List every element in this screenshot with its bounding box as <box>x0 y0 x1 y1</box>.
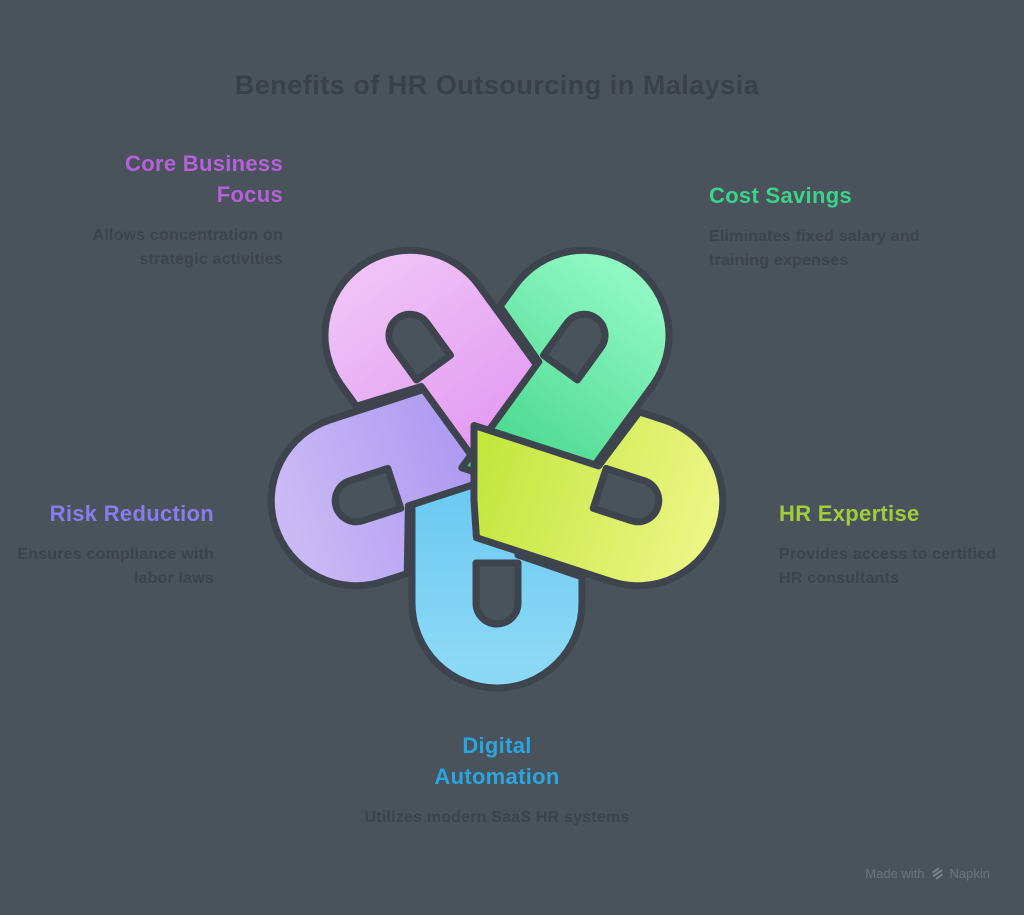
benefit-title: Risk Reduction <box>49 501 214 526</box>
watermark-text: Made with <box>865 866 925 881</box>
benefit-description: Utilizes modern SaaS HR systems <box>364 809 630 826</box>
benefit-cost-savings: Cost Savings Eliminates fixed salary and… <box>709 180 934 273</box>
benefit-title: Cost Savings <box>709 183 852 208</box>
benefit-risk-reduction: Risk Reduction Ensures compliance with l… <box>4 498 214 591</box>
benefit-description: Eliminates fixed salary and training exp… <box>709 228 920 269</box>
page-title: Benefits of HR Outsourcing in Malaysia <box>234 70 760 100</box>
benefit-title: HR Expertise <box>779 501 920 526</box>
benefit-core-business-focus: Core Business Focus Allows concentration… <box>68 148 283 272</box>
benefit-description: Ensures compliance with labor laws <box>17 546 214 587</box>
benefit-title: Core Business Focus <box>125 151 283 207</box>
benefit-title: Digital Automation <box>434 733 560 789</box>
benefit-digital-automation: Digital Automation Utilizes modern SaaS … <box>347 730 647 830</box>
benefit-description: Allows concentration on strategic activi… <box>92 227 283 268</box>
napkin-logo-icon <box>931 867 943 880</box>
knot-diagram <box>267 246 727 692</box>
made-with-napkin-watermark: Made with Napkin <box>865 866 990 881</box>
yellow-loop <box>470 408 727 590</box>
benefit-description: Provides access to certified HR consulta… <box>779 546 997 587</box>
watermark-brand: Napkin <box>949 866 990 881</box>
benefit-hr-expertise: HR Expertise Provides access to certifie… <box>779 498 1014 591</box>
